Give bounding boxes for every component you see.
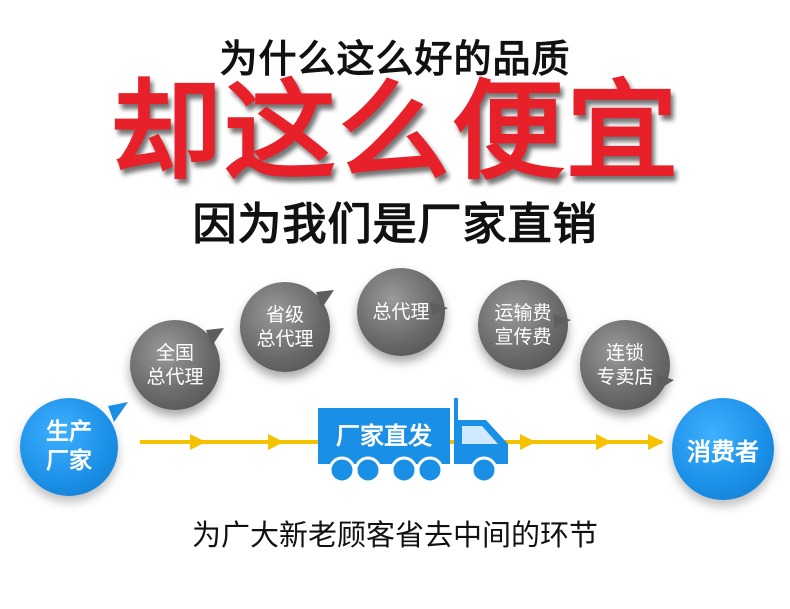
arrow-head-icon: [268, 434, 284, 450]
middleman-bubble-national: 全国 总代理: [130, 320, 220, 410]
middleman-bubble-provincial: 省级 总代理: [240, 282, 330, 372]
consumer-label: 消费者: [687, 437, 759, 466]
consumer-circle: 消费者: [672, 398, 774, 500]
producer-label-2: 厂家: [46, 448, 92, 474]
bubble-text: 总代理: [256, 328, 314, 350]
bubble-text: 总代理: [372, 301, 430, 323]
bubble-tail-icon: [206, 328, 224, 346]
bubble-tail-icon: [553, 314, 571, 328]
bubble-text: 连锁: [605, 342, 644, 364]
arrow-head-icon: [520, 434, 536, 450]
headline-main: 却这么便宜: [110, 69, 680, 195]
arrow-head-icon: [596, 434, 612, 450]
producer-label-1: 生产: [46, 419, 92, 445]
bubble-tail-icon: [656, 374, 674, 390]
bubble-text: 运输费: [494, 302, 552, 324]
middleman-bubble-chain-store: 连锁 专卖店: [580, 320, 670, 410]
bubble-tail-icon: [430, 302, 448, 316]
headline-line-3: 因为我们是厂家直销: [192, 199, 598, 250]
arrow-head-icon: [190, 434, 206, 450]
producer-circle: 生产 厂家: [20, 398, 118, 496]
producer-tail-icon: [108, 402, 128, 422]
bubble-text: 全国: [155, 342, 194, 364]
bubble-text: 总代理: [146, 366, 204, 388]
bubble-text: 宣传费: [494, 326, 552, 348]
bubble-text: 专卖店: [596, 366, 654, 388]
arrow-head-icon: [648, 434, 664, 450]
middleman-bubble-fees: 运输费 宣传费: [478, 280, 568, 370]
bubble-tail-icon: [316, 290, 334, 308]
truck-icon: [318, 398, 508, 484]
truck-label: 厂家直发: [336, 422, 432, 450]
bubble-text: 省级: [265, 304, 304, 326]
middleman-bubble-general: 总代理: [357, 268, 445, 356]
headline-line-1: 为什么这么好的品质: [219, 37, 571, 81]
footer-text: 为广大新老顾客省去中间的环节: [191, 518, 598, 552]
